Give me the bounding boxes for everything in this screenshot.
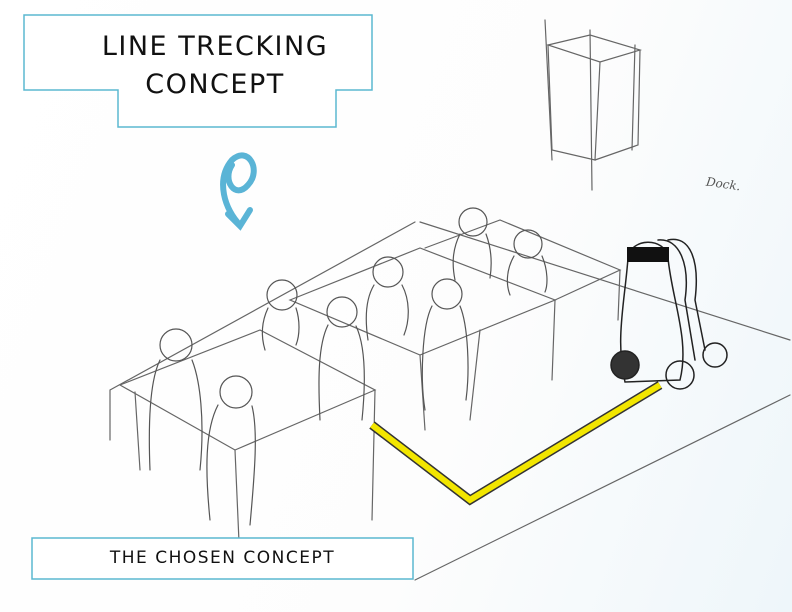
page-title: LINE TRECKING CONCEPT: [60, 28, 370, 104]
floor-outline: [109, 221, 791, 581]
pillar-sketch: [544, 19, 643, 191]
table-sketch: [118, 219, 622, 566]
robot-sketch: [610, 238, 728, 390]
title-line-2: CONCEPT: [145, 69, 285, 100]
caption-label: THE CHOSEN CONCEPT: [109, 548, 336, 568]
title-line-1: LINE TRECKING: [101, 31, 329, 62]
robot-visor: [627, 247, 669, 262]
people-sketch: [148, 207, 548, 526]
title-frame: [23, 14, 373, 128]
curly-arrow-icon: [220, 152, 257, 231]
caption-frame: [31, 537, 414, 580]
yellow-track-line: [369, 381, 663, 506]
